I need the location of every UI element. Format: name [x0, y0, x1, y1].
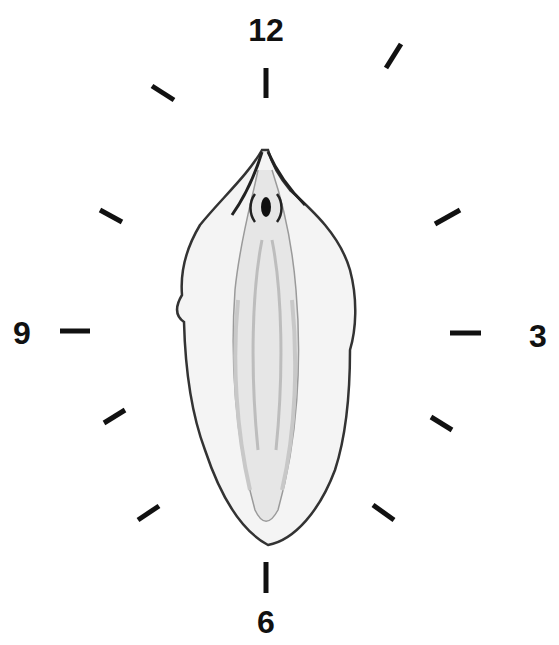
tick-10	[100, 210, 122, 222]
tick-3	[450, 331, 481, 336]
clock-number: 12	[248, 14, 284, 46]
tick-6	[264, 562, 269, 593]
clock-number: 9	[13, 317, 31, 349]
vulva-drawing	[177, 150, 355, 545]
clock-number: 3	[529, 320, 547, 352]
inner-shading	[253, 240, 281, 450]
outer-shading	[235, 300, 295, 490]
tick-12	[264, 68, 269, 98]
hood-right	[277, 194, 282, 222]
clock-ticks	[60, 44, 481, 593]
tick-5	[373, 505, 394, 520]
tick-9	[60, 329, 90, 334]
inner-labia	[233, 170, 298, 521]
clitoris	[261, 197, 271, 217]
tick-8	[104, 410, 125, 423]
tick-7	[138, 506, 159, 520]
hood-left	[251, 194, 256, 222]
tick-2	[435, 210, 460, 224]
tick-11	[152, 86, 174, 100]
tick-1	[386, 44, 401, 68]
outer-outline	[177, 150, 355, 545]
clock-number: 6	[257, 606, 275, 638]
tick-4	[431, 417, 452, 430]
